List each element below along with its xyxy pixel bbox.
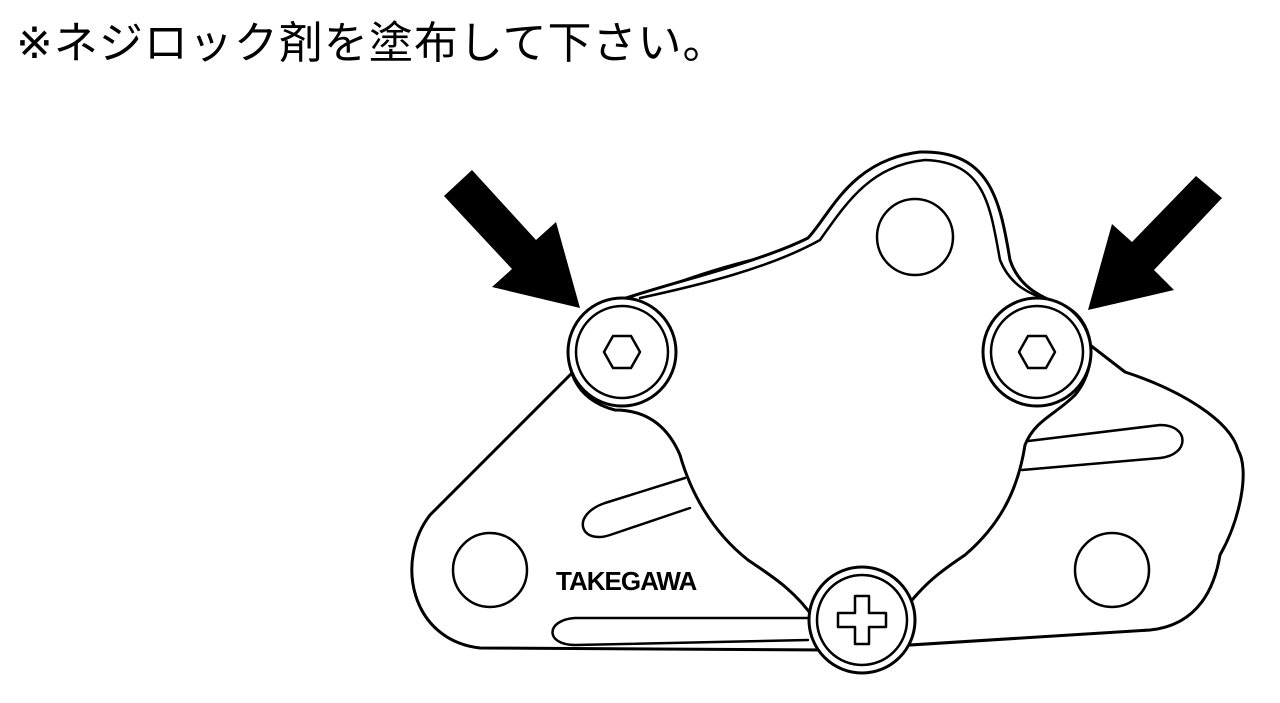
brand-logo: TAKEGAWA — [556, 566, 698, 596]
arrow-right-indicator — [1088, 176, 1222, 310]
phillips-cross-icon — [836, 594, 888, 646]
arrow-down-left-icon — [1088, 176, 1222, 310]
slot-left-upper — [581, 476, 692, 539]
mount-hole-left — [451, 531, 529, 609]
slot-right — [1018, 423, 1184, 472]
mount-hole-right — [1073, 531, 1151, 609]
adapter-top-hole — [875, 197, 955, 277]
hex-socket-icon — [1017, 334, 1057, 370]
hex-bolt-left — [566, 296, 678, 408]
slot-bottom — [551, 616, 810, 647]
arrow-down-right-icon — [444, 170, 580, 308]
phillips-screw — [807, 565, 917, 675]
adapter-inner-edge — [638, 158, 1052, 302]
adapter-plate — [567, 150, 1093, 639]
arrow-left-indicator — [444, 170, 580, 308]
hex-bolt-right — [981, 296, 1093, 408]
instruction-text: ※ネジロック剤を塗布して下さい。 — [16, 18, 728, 69]
hex-socket-icon — [602, 334, 642, 370]
